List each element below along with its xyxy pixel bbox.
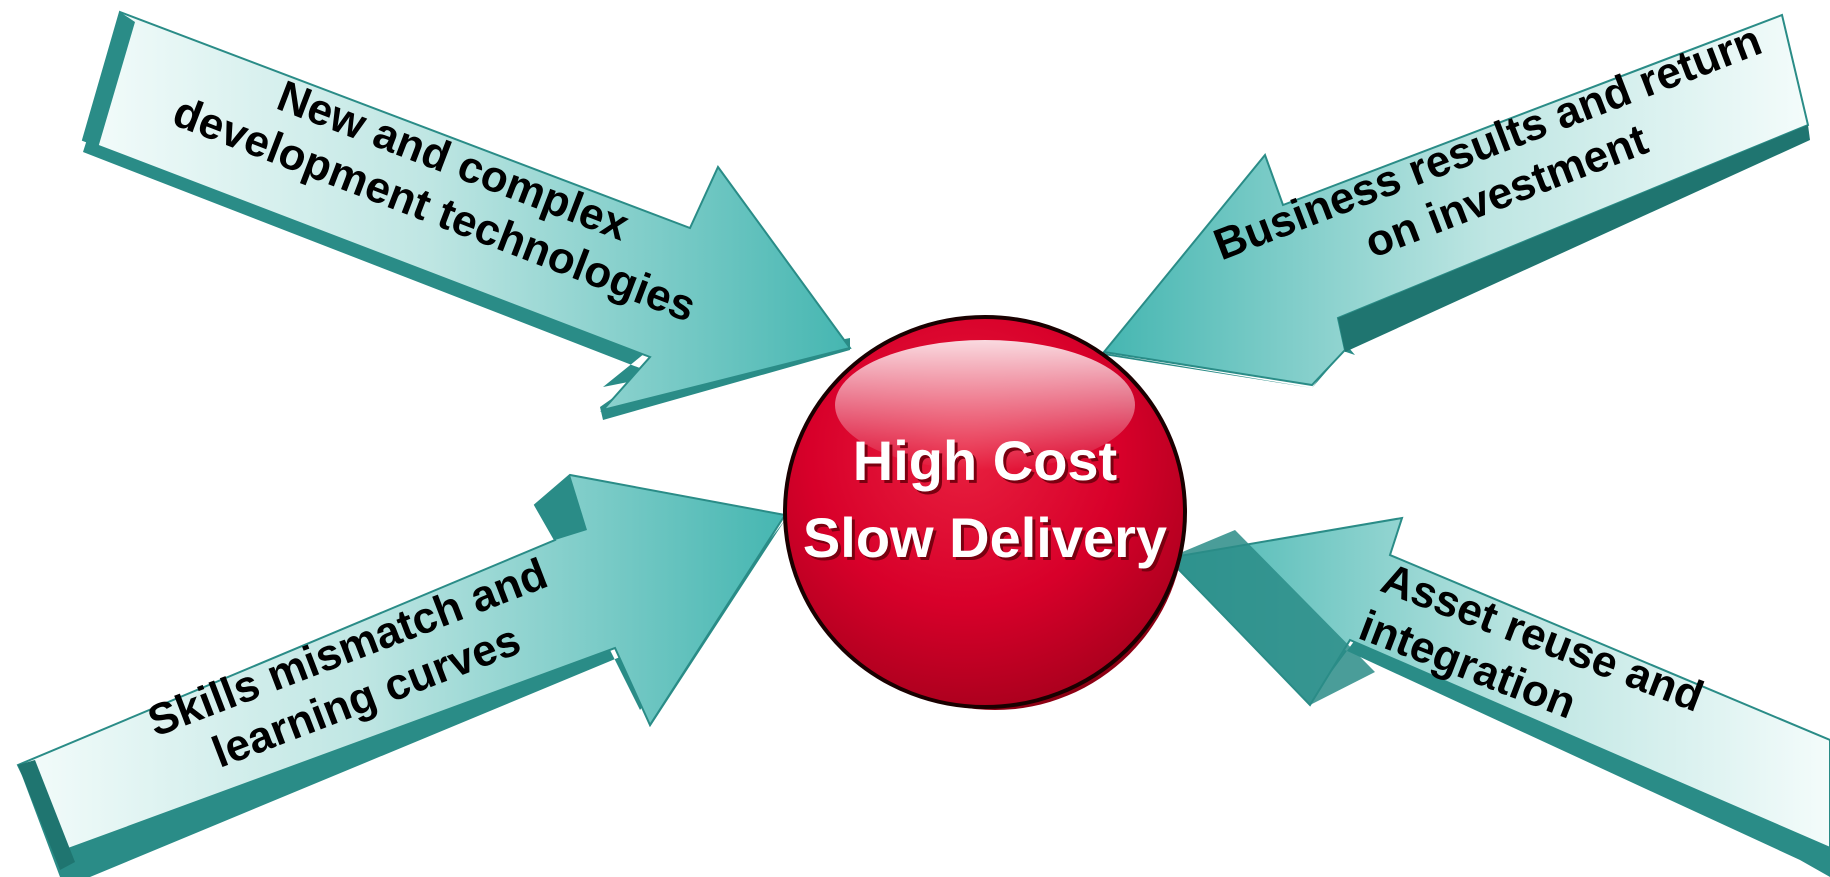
arrow-top-left: New and complex development technologies [81,10,852,420]
arrow-bottom-left-edge [18,760,75,870]
arrow-bottom-left: Skills mismatch and learning curves [16,473,787,877]
arrow-top-left-edge [83,12,135,148]
arrow-top-left-face [81,10,852,412]
arrow-bottom-right: Asset reuse and integration [1165,516,1830,877]
center-ball: High Cost High Cost Slow Delivery Slow D… [783,315,1187,710]
arrow-top-right: Business results and return on investmen… [1102,13,1810,388]
center-label-line1-shadow: High Cost [856,432,1120,495]
center-label-line1: High Cost [853,429,1117,492]
arrow-bottom-right-side [1168,560,1830,877]
arrow-bottom-right-edge [1168,530,1375,705]
center-label-line2-shadow: Slow Delivery [806,509,1170,572]
arrow-top-right-edge [1338,125,1810,352]
center-ball-highlight [835,340,1135,470]
center-label-line2: Slow Delivery [803,506,1167,569]
arrow-bottom-left-side [18,520,785,877]
arrow-bottom-left-notch [535,475,587,540]
